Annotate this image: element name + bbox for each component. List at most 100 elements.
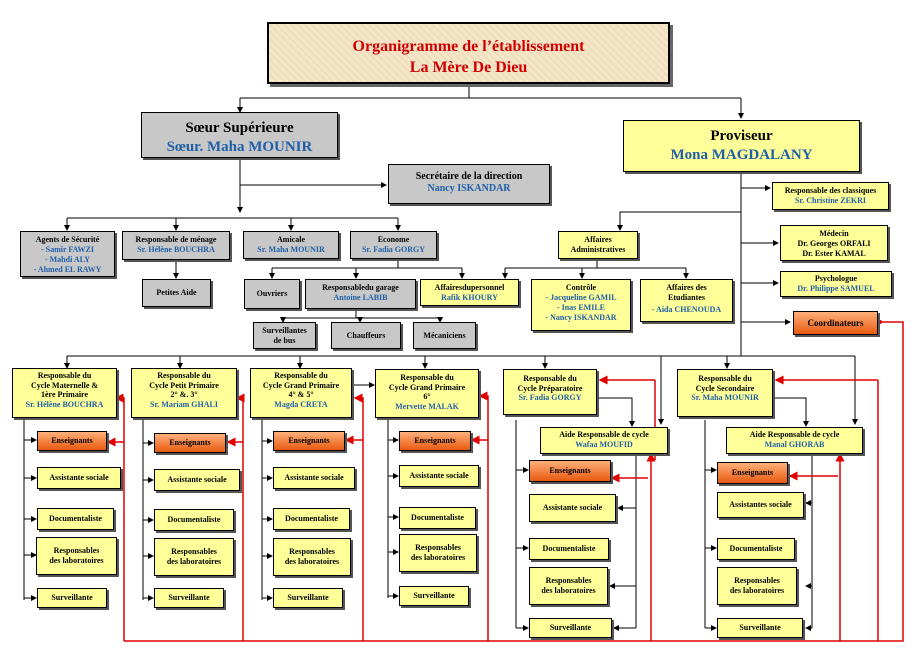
assistantes-label: Assistantes sociale xyxy=(729,500,792,509)
econome-role: Econome xyxy=(377,235,410,244)
medecin-name-1: Dr. Georges ORFALI xyxy=(797,239,871,248)
cycle-3-line-3: 4° & 5° xyxy=(288,390,314,399)
enseignants-box: Enseignants xyxy=(717,462,788,484)
assistante-sociale-box: Assistante sociale xyxy=(399,465,479,487)
surveillante-label: Surveillante xyxy=(168,593,210,602)
cycle-maternelle-box: Responsable du Cycle Maternelle & 1ère P… xyxy=(12,368,117,418)
controle-name-1: - Jacqueline GAMIL xyxy=(545,293,617,302)
proviseur-role: Proviseur xyxy=(710,128,773,144)
amicale-box: Amicale Sr. Maha MOUNIR xyxy=(243,231,339,259)
petites-aide-label: Petites Aide xyxy=(156,288,197,297)
superieure-name: Sœur. Maha MOUNIR xyxy=(166,139,313,155)
labo-line-1: Responsables xyxy=(53,546,100,555)
cycle-2-line-2: Cycle Petit Primaire xyxy=(149,380,219,390)
cycle-petit-primaire-box: Responsable du Cycle Petit Primaire 2° &… xyxy=(131,368,237,418)
securite-name-1: - Samir FAWZI xyxy=(40,245,95,254)
soeur-superieure-box: Sœur Supérieure Sœur. Maha MOUNIR xyxy=(141,112,338,158)
surveillante-label: Surveillante xyxy=(549,623,592,632)
enseignants-box: Enseignants xyxy=(529,460,611,482)
labo-line-1: Responsables xyxy=(415,543,461,552)
surv-bus-line-2: de bus xyxy=(273,335,296,345)
secretaire-box: Secrétaire de la direction Nancy ISKANDA… xyxy=(388,164,550,204)
coordinateurs-label: Coordinateurs xyxy=(807,318,864,328)
title-line-2: La Mère De Dieu xyxy=(409,59,528,76)
documentaliste-box: Documentaliste xyxy=(273,508,350,530)
psychologue-box: Psychologue Dr. Philippe SAMUEL xyxy=(780,271,892,297)
surveillante-box: Surveillante xyxy=(37,588,107,608)
documentaliste-box: Documentaliste xyxy=(154,509,234,531)
labo-line-1: Responsables xyxy=(734,576,780,585)
cycle-4-name: Mervette MALAK xyxy=(395,401,459,411)
cycle-2-line-1: Responsable du xyxy=(157,371,211,380)
labo-line-1: Responsables xyxy=(289,547,335,556)
surveillante-label: Surveillante xyxy=(739,623,781,632)
garage-box: Responsabledu garage Antoine LABIB xyxy=(305,279,416,309)
enseignants-label: Enseignants xyxy=(731,468,774,477)
cycle-5-name: Sr. Fadia GORGY xyxy=(518,393,582,402)
mecaniciens-box: Mécaniciens xyxy=(413,322,476,349)
cycle-2-name: Sr. Mariam GHALI xyxy=(150,399,218,409)
surveillante-box: Surveillante xyxy=(717,618,803,638)
assistantes-sociale-box: Assistantes sociale xyxy=(717,492,804,518)
chauffeurs-label: Chauffeurs xyxy=(346,330,386,340)
enseignants-box: Enseignants xyxy=(399,431,471,451)
etudiantes-line-1: Affaires des xyxy=(666,283,707,292)
enseignants-box: Enseignants xyxy=(37,431,107,451)
mecaniciens-label: Mécaniciens xyxy=(423,330,466,340)
affaires-admin-line-1: Affaires xyxy=(584,235,612,244)
labo-line-1: Responsables xyxy=(545,576,592,585)
menage-role: Responsable de ménage xyxy=(135,235,217,244)
surveillante-label: Surveillante xyxy=(51,593,93,602)
menage-name: Sr. Hélène BOUCHRA xyxy=(137,245,215,254)
cycle-1-name: Sr. Hélène BOUCHRA xyxy=(25,399,104,409)
classiques-name: Sr. Christine ZEKRI xyxy=(794,196,867,205)
cycle-4-line-3: 6° xyxy=(423,392,431,401)
aide-preparatoire-box: Aide Responsable de cycle Wafaa MOUFID xyxy=(540,427,668,454)
labo-line-2: des laboratoires xyxy=(49,556,104,565)
proviseur-box: Proviseur Mona MAGDALANY xyxy=(623,120,860,172)
econome-box: Econome Sr. Fadia GORGY xyxy=(350,231,437,259)
cycle-3-line-1: Responsable du xyxy=(274,371,328,380)
secretaire-name: Nancy ISKANDAR xyxy=(427,183,511,194)
cycle-3-name: Magda CRETA xyxy=(274,399,328,409)
securite-box: Agents de Sécurité - Samir FAWZI - Mahdi… xyxy=(20,231,115,277)
enseignants-label: Enseignants xyxy=(288,436,330,445)
aide-1-role: Aide Responsable de cycle xyxy=(559,430,649,439)
labo-line-2: des laboratoires xyxy=(541,586,596,595)
documentaliste-label: Documentaliste xyxy=(167,515,221,524)
medecin-box: Médecin Dr. Georges ORFALI Dr. Ester KAM… xyxy=(780,225,888,261)
documentaliste-box: Documentaliste xyxy=(529,538,609,560)
labo-line-2: des laboratoires xyxy=(729,586,785,595)
documentaliste-box: Documentaliste xyxy=(37,508,114,530)
surveillantes-bus-box: Surveillantes de bus xyxy=(253,322,316,349)
cycle-5-line-2: Cycle Préparatoire xyxy=(517,383,583,393)
labo-line-2: des laboratoires xyxy=(410,553,466,562)
cycle-3-line-2: Cycle Grand Primaire xyxy=(262,380,340,390)
superieure-role: Sœur Supérieure xyxy=(185,120,294,136)
cycle-1-line-2: Cycle Maternelle & xyxy=(30,380,99,390)
labo-line-1: Responsables xyxy=(171,547,217,556)
controle-box: Contrôle - Jacqueline GAMIL - Inas EMILE… xyxy=(531,279,631,331)
cycle-6-name: Sr. Maha MOUNIR xyxy=(691,393,759,402)
cycle-grand-primaire-6-box: Responsable du Cycle Grand Primaire 6° M… xyxy=(375,369,479,418)
labo-line-2: des laboratoires xyxy=(284,557,340,566)
documentaliste-box: Documentaliste xyxy=(717,538,795,560)
affaires-admin-line-2: Administratives xyxy=(570,245,626,254)
cycle-4-line-1: Responsable du xyxy=(400,373,454,382)
cycle-1-line-3: 1ère Primaire xyxy=(40,390,88,399)
documentaliste-label: Documentaliste xyxy=(729,544,783,553)
surveillante-label: Surveillante xyxy=(287,593,329,602)
enseignants-box: Enseignants xyxy=(154,433,226,453)
assistante-label: Assistante sociale xyxy=(409,471,469,480)
etudiantes-line-2: Etudiantes xyxy=(668,293,705,302)
assistante-label: Assistante sociale xyxy=(167,475,227,484)
cycle-6-line-2: Cycle Secondaire xyxy=(695,383,755,393)
labo-line-2: des laboratoires xyxy=(166,557,222,566)
documentaliste-label: Documentaliste xyxy=(411,513,464,522)
menage-box: Responsable de ménage Sr. Hélène BOUCHRA xyxy=(122,231,230,260)
coordinateurs-box: Coordinateurs xyxy=(793,311,878,335)
garage-name: Antoine LABIB xyxy=(333,293,388,302)
